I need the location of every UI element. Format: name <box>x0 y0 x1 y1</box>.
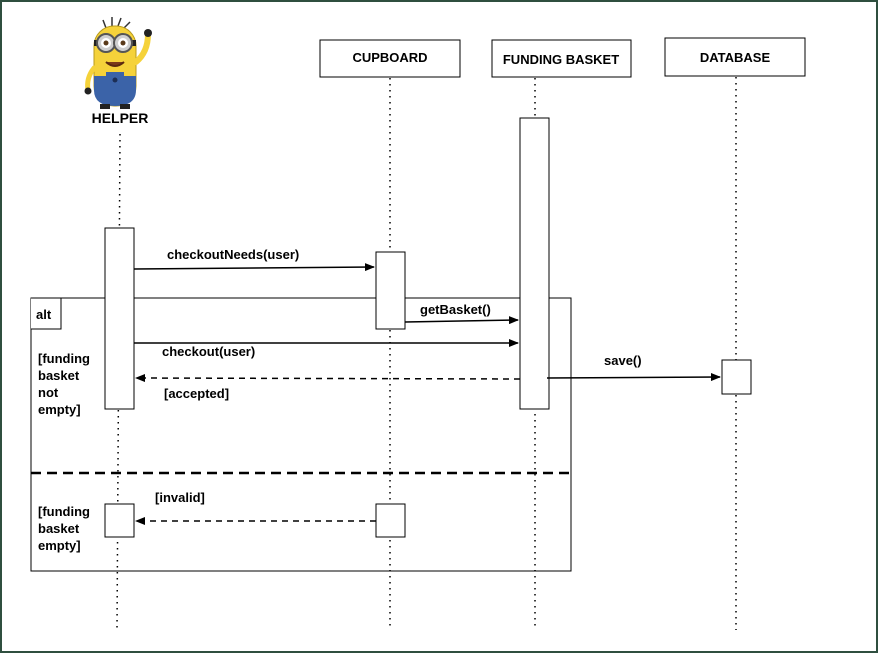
cupboard-activation-invalid <box>375 503 406 538</box>
guard1-line: not <box>38 385 59 400</box>
guard2-line: [funding <box>38 504 90 519</box>
checkout-needs-label: checkoutNeeds(user) <box>167 247 299 262</box>
accepted-label: [accepted] <box>164 386 229 401</box>
save-arrow <box>546 373 721 382</box>
checkout-label: checkout(user) <box>162 344 255 359</box>
alt-fragment <box>30 297 572 572</box>
alt-operator-tab <box>31 297 62 330</box>
database-label: DATABASE <box>700 50 771 65</box>
database-box <box>664 37 806 77</box>
cupboard-activation <box>375 251 406 330</box>
save-label: save() <box>604 353 642 368</box>
guard1-line: basket <box>38 368 80 383</box>
guard2-line: empty] <box>38 538 81 553</box>
minion-icon <box>84 17 152 109</box>
funding-basket-box <box>491 39 632 78</box>
guard-empty: [funding basket empty] <box>38 504 90 553</box>
checkout-needs-arrow <box>133 263 375 272</box>
cupboard-box <box>319 39 461 78</box>
database-activation <box>721 359 752 395</box>
cupboard-label: CUPBOARD <box>352 50 427 65</box>
guard1-line: empty] <box>38 402 81 417</box>
guard1-line: [funding <box>38 351 90 366</box>
guard-not-empty: [funding basket not empty] <box>38 351 90 417</box>
get-basket-label: getBasket() <box>420 302 491 317</box>
helper-activation-invalid <box>104 503 135 538</box>
alt-operator-label: alt <box>36 307 52 322</box>
helper-label: HELPER <box>92 110 149 126</box>
helper-activation <box>104 227 135 410</box>
invalid-label: [invalid] <box>155 490 205 505</box>
funding-basket-label: FUNDING BASKET <box>503 52 619 67</box>
funding-basket-activation <box>519 117 550 410</box>
accepted-return-arrow <box>135 374 521 383</box>
guard2-line: basket <box>38 521 80 536</box>
get-basket-arrow <box>404 316 519 325</box>
